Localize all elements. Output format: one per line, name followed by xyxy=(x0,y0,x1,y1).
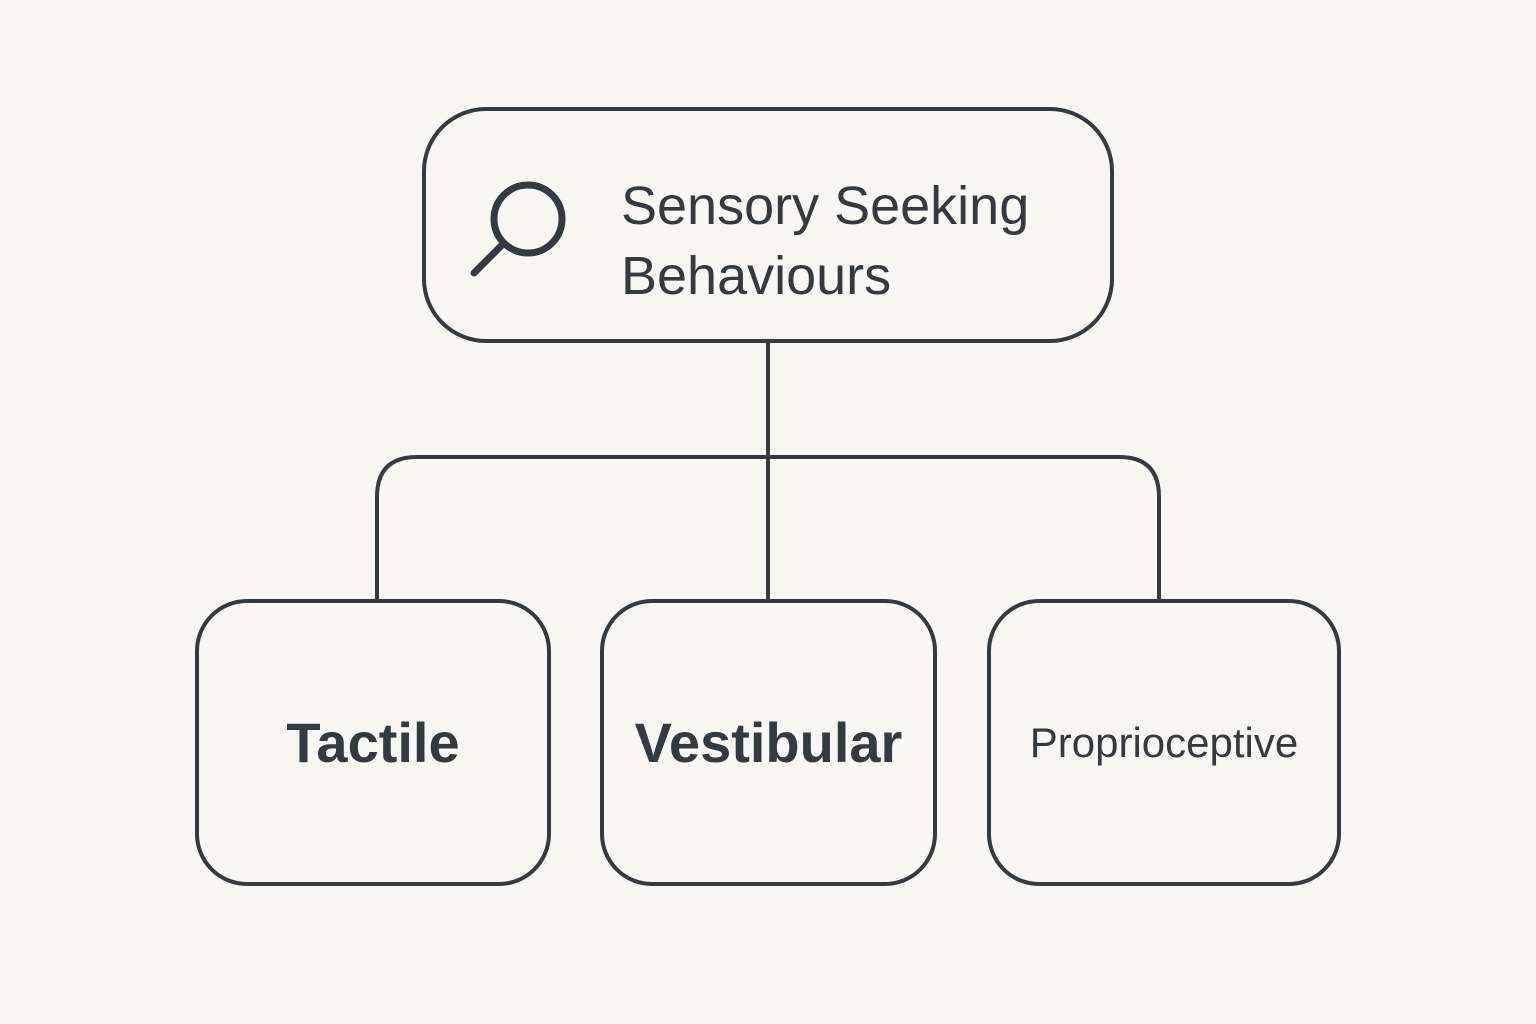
child-label: Proprioceptive xyxy=(1029,718,1299,766)
search-icon xyxy=(466,177,576,292)
connector-branch xyxy=(375,455,1161,601)
root-title-line1: Sensory Seeking xyxy=(621,176,1030,236)
child-label: Tactile xyxy=(286,711,460,774)
child-node-tactile: Tactile xyxy=(195,599,551,886)
root-node: Sensory Seeking Behaviours xyxy=(422,107,1114,343)
child-label: Vestibular xyxy=(634,711,903,774)
child-node-vestibular: Vestibular xyxy=(600,599,937,886)
root-title: Sensory Seeking Behaviours xyxy=(621,171,1029,311)
root-title-line2: Behaviours xyxy=(621,246,892,306)
child-node-proprioceptive: Proprioceptive xyxy=(987,599,1341,886)
